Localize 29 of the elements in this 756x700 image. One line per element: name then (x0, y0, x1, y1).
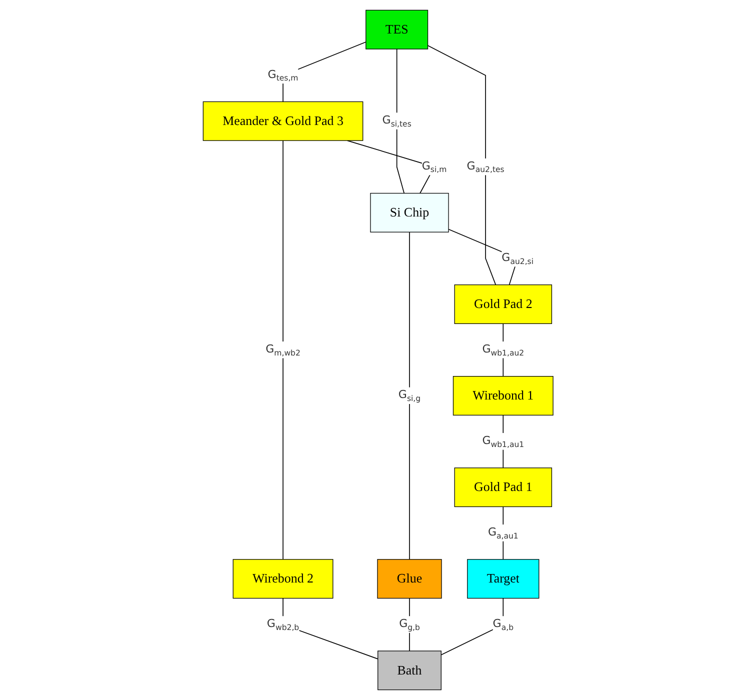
edge-label: G$_{si,g}$ (398, 388, 420, 404)
node-box: TES (365, 10, 428, 50)
node-box: Si Chip (370, 192, 449, 232)
edge-label: G$_{au2,tes}$ (466, 160, 504, 174)
connector (440, 598, 504, 656)
edge-label: G$_{wb1,au1}$ (482, 434, 524, 449)
edge-label: G$_{au2,si}$ (502, 251, 534, 266)
edge-label: G$_{g,b}$ (398, 617, 420, 632)
node-box: Wirebond 1 (452, 376, 554, 416)
edge-label: G$_{si,tes}$ (382, 114, 412, 128)
edge-label: G$_{wb1,au2}$ (482, 342, 524, 358)
connector (427, 45, 496, 286)
node-box: Meander & Gold Pad 3 (202, 101, 364, 141)
edge-label: G$_{tes,m}$ (268, 68, 298, 83)
edge-label: G$_{si,m}$ (422, 160, 447, 174)
edge-label: G$_{wb2,b}$ (266, 617, 299, 632)
connector (396, 48, 404, 194)
node-box: Gold Pad 1 (454, 468, 552, 508)
node-box: Target (466, 559, 540, 599)
edge-label: G$_{m,wb2}$ (265, 342, 300, 358)
node-box: Gold Pad 2 (454, 284, 552, 324)
node-box: Glue (377, 559, 442, 599)
node-box: Wirebond 2 (232, 559, 334, 599)
connector (408, 598, 410, 652)
edge-label: G$_{a,b}$ (492, 617, 514, 632)
connector (282, 140, 284, 560)
connector (408, 232, 410, 560)
edge-label: G$_{a,au1}$ (488, 526, 518, 540)
node-box: Bath (377, 650, 442, 690)
